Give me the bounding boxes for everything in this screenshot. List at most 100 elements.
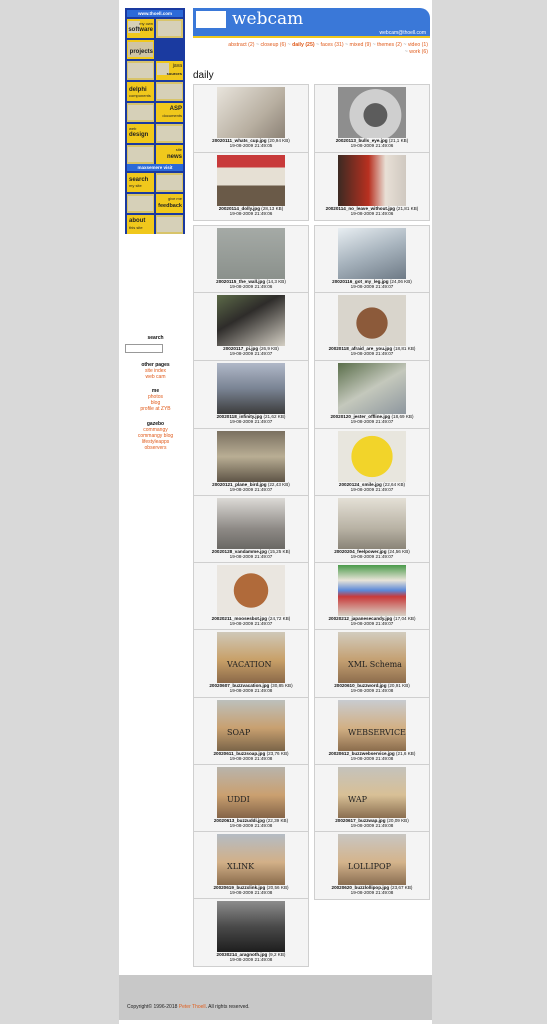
photo-item[interactable]: 20020118_afraid_are_you.jpg (18,81 KB)19… xyxy=(314,292,430,361)
photo-thumbnail[interactable] xyxy=(217,363,285,414)
lifestyleapps-link[interactable]: lifestyleapps xyxy=(141,439,170,445)
photo-thumbnail[interactable]: SOAP xyxy=(217,700,285,751)
category-nav: abstract (2) ~ closeup (6) ~ daily (25) … xyxy=(199,42,428,56)
nav-header-site[interactable]: www.thoell.com xyxy=(127,10,183,17)
photo-item[interactable]: 20020120_jester_offline.jpg (18,69 KB)19… xyxy=(314,360,430,429)
photo-date: 19-08-2009 21:49:07 xyxy=(229,554,273,559)
photo-item[interactable]: 20020116_got_my_leg.jpg (24,06 KB)19-08-… xyxy=(314,225,430,294)
nav-tile-photo-9[interactable] xyxy=(156,215,183,234)
nav-tile-photo-3[interactable] xyxy=(156,82,183,101)
author-link[interactable]: Peter Thoell xyxy=(178,1004,206,1010)
photo-thumbnail[interactable] xyxy=(338,431,406,482)
photo-item[interactable]: 20020114_dolly.jpg (28,13 KB)19-08-2009 … xyxy=(193,152,309,221)
nav-header-visit: maxsemere visit xyxy=(127,164,183,171)
photo-item[interactable]: 20020117_pi.jpg (26,9 KB)19-08-2009 21:4… xyxy=(193,292,309,361)
photo-item[interactable]: 20020111_whats_cup.jpg (20,94 KB)19-08-2… xyxy=(193,84,309,153)
section-title: daily xyxy=(193,70,214,81)
search-input[interactable] xyxy=(125,344,163,353)
photo-thumbnail[interactable]: XML Schema xyxy=(338,632,406,683)
photo-item[interactable]: 20020114_no_leave_without.jpg (21,81 KB)… xyxy=(314,152,430,221)
nav-tile-projects[interactable]: projects xyxy=(127,40,154,59)
profile-link[interactable]: profile at ZYB xyxy=(140,406,171,412)
photo-thumbnail[interactable] xyxy=(338,228,406,279)
photo-date: 19-08-2009 21:49:08 xyxy=(350,890,394,895)
photo-thumbnail[interactable] xyxy=(338,363,406,414)
category-mixed[interactable]: mixed (9) xyxy=(349,42,372,48)
nav-tile-photo-1[interactable] xyxy=(156,19,183,38)
blog-link[interactable]: blog xyxy=(150,400,161,406)
photo-thumbnail[interactable] xyxy=(338,87,406,138)
photo-item[interactable]: 20020211_moosesbot.jpg (24,72 KB)19-08-2… xyxy=(193,562,309,631)
photo-thumbnail[interactable] xyxy=(217,431,285,482)
nav-tile-photo-2[interactable] xyxy=(127,61,154,80)
site-index-link[interactable]: site index xyxy=(144,368,167,374)
observers-link[interactable]: observers xyxy=(144,445,167,451)
category-abstract[interactable]: abstract (2) xyxy=(228,42,255,48)
photo-thumbnail[interactable] xyxy=(217,565,285,616)
web-cam-link[interactable]: web cam xyxy=(145,374,166,380)
photo-thumbnail[interactable] xyxy=(217,155,285,206)
photo-thumbnail[interactable] xyxy=(217,228,285,279)
photo-icon xyxy=(158,21,181,36)
nav-tile-photo-5[interactable] xyxy=(156,124,183,143)
nav-tile-photo-6[interactable] xyxy=(127,145,154,164)
photo-icon xyxy=(128,196,153,211)
photo-thumbnail[interactable] xyxy=(338,155,406,206)
photo-item[interactable]: 20020204_feelpower.jpg (24,56 KB)19-08-2… xyxy=(314,495,430,564)
photo-thumbnail[interactable] xyxy=(217,901,285,952)
photo-item[interactable]: 20020121_plane_bird.jpg (22,43 KB)19-08-… xyxy=(193,428,309,497)
photo-item[interactable]: 20020128_vandamme.jpg (15,25 KB)19-08-20… xyxy=(193,495,309,564)
category-daily[interactable]: daily (25) xyxy=(292,42,315,48)
category-work[interactable]: work (6) xyxy=(409,49,428,55)
category-themes[interactable]: themes (2) xyxy=(377,42,402,48)
photo-filename: 20020611_buzzsoap.jpg xyxy=(213,751,266,756)
category-faces[interactable]: faces (31) xyxy=(320,42,344,48)
photo-item[interactable]: 20030214_aragnoth.jpg (9,2 KB)19-08-2009… xyxy=(193,898,309,967)
nav-tile-photo-7[interactable] xyxy=(156,173,183,192)
commangy-link[interactable]: commangy xyxy=(143,427,168,433)
category-video[interactable]: video (1) xyxy=(407,42,428,48)
photo-thumbnail[interactable] xyxy=(338,498,406,549)
photo-item[interactable]: 20020115_the_wall.jpg (14,3 KB)19-08-200… xyxy=(193,225,309,294)
photo-thumbnail[interactable]: WAP xyxy=(338,767,406,818)
photo-thumbnail[interactable]: VACATION xyxy=(217,632,285,683)
banner-email-link[interactable]: webcam@thoell.com xyxy=(379,30,426,36)
photo-thumbnail[interactable] xyxy=(217,87,285,138)
photo-thumbnail[interactable]: WEBSERVICE xyxy=(338,700,406,751)
photo-thumbnail[interactable]: LOLLIPOP xyxy=(338,834,406,885)
nav-tile-photo-8[interactable] xyxy=(127,194,154,213)
photo-thumbnail[interactable] xyxy=(217,498,285,549)
photo-thumbnail[interactable] xyxy=(338,295,406,346)
photo-icon xyxy=(157,126,182,141)
commangy-blog-link[interactable]: commangy blog xyxy=(137,433,174,439)
photo-thumbnail[interactable] xyxy=(217,295,285,346)
nav-tile-photo-4[interactable] xyxy=(127,103,154,122)
photo-item[interactable]: 20020124_smile.jpg (22,64 KB)19-08-2009 … xyxy=(314,428,430,497)
photo-thumbnail[interactable]: XLINK xyxy=(217,834,285,885)
category-closeup[interactable]: closeup (6) xyxy=(260,42,287,48)
photos-link[interactable]: photos xyxy=(147,394,163,400)
photo-thumbnail[interactable] xyxy=(338,565,406,616)
photo-item[interactable]: 20020212_japanesecandy.jpg (17,04 KB)19-… xyxy=(314,562,430,631)
photo-item[interactable]: 20020118_infinity.jpg (21,62 KB)19-08-20… xyxy=(193,360,309,429)
photo-thumbnail[interactable]: UDDI xyxy=(217,767,285,818)
photo-item[interactable]: 20020113_bulls_eye.jpg (21,1 KB)19-08-20… xyxy=(314,84,430,153)
photo-size: (18,69 KB) xyxy=(391,414,414,419)
